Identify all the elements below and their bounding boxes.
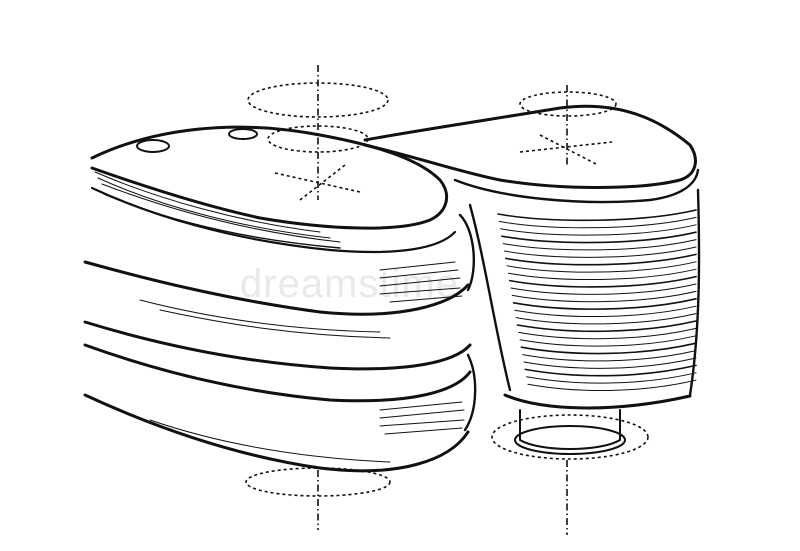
roller-ring-line	[501, 231, 697, 244]
roller-ring-line	[519, 335, 697, 347]
lower-plate-shading	[149, 401, 465, 463]
roller-ring-line	[500, 224, 697, 236]
right-roller-left-edge	[468, 203, 512, 392]
middle-band-top	[83, 260, 470, 316]
roller-ring-line	[502, 239, 697, 251]
roller-ring-line	[510, 283, 697, 295]
lower-plate-top	[83, 343, 472, 403]
right-plate-top-edge	[363, 104, 697, 189]
right-roller-right-edge	[688, 188, 701, 397]
left-bottom-ellipse	[245, 467, 391, 497]
roller-ring-line	[511, 290, 697, 303]
middle-band-right	[458, 213, 476, 292]
roller-ring-line	[504, 246, 697, 258]
right-cross-mark	[519, 134, 613, 166]
roller-ring-line	[524, 364, 697, 377]
roller-ring-line	[515, 313, 697, 325]
lower-plate-bottom	[83, 393, 470, 473]
roller-ring-line	[508, 275, 697, 288]
middle-band-bottom	[83, 320, 472, 371]
right-link	[363, 104, 701, 455]
right-axis-ellipse	[519, 91, 617, 117]
right-plate-side	[453, 168, 700, 204]
roller-ring-line	[497, 209, 697, 222]
roller-ring-line	[522, 350, 697, 362]
construction-lines	[245, 65, 649, 535]
roller-ring-line	[523, 357, 697, 369]
roller-ring-line	[498, 216, 697, 229]
right-roller-rings	[497, 209, 697, 391]
left-cross-mark	[274, 164, 361, 201]
roller-ring-line	[526, 372, 697, 384]
left-axis-ellipse-1	[247, 82, 389, 118]
roller-ring-line	[506, 261, 697, 273]
left-link-plates	[83, 125, 477, 473]
top-plate-shading	[94, 171, 341, 249]
roller-ring-line	[520, 342, 697, 355]
roller-ring-line	[527, 379, 697, 391]
middle-band-shading	[139, 261, 463, 339]
roller-ring-line	[507, 268, 697, 280]
top-plate-edge	[90, 125, 449, 230]
right-bottom-ellipse	[491, 414, 649, 460]
roller-ring-line	[505, 253, 697, 266]
roller-ring-line	[512, 298, 697, 310]
right-roller-bottom	[503, 393, 692, 410]
rivet-hole-2	[228, 128, 258, 140]
roller-ring-line	[518, 327, 697, 340]
lower-plate-right	[463, 353, 477, 432]
left-axis-ellipse-2	[267, 125, 369, 153]
roller-ring-line	[516, 320, 697, 333]
roller-ring-line	[514, 305, 697, 317]
bottom-pin-collar	[514, 425, 626, 455]
rivet-hole-1	[136, 139, 170, 153]
bottom-pin	[519, 409, 621, 450]
